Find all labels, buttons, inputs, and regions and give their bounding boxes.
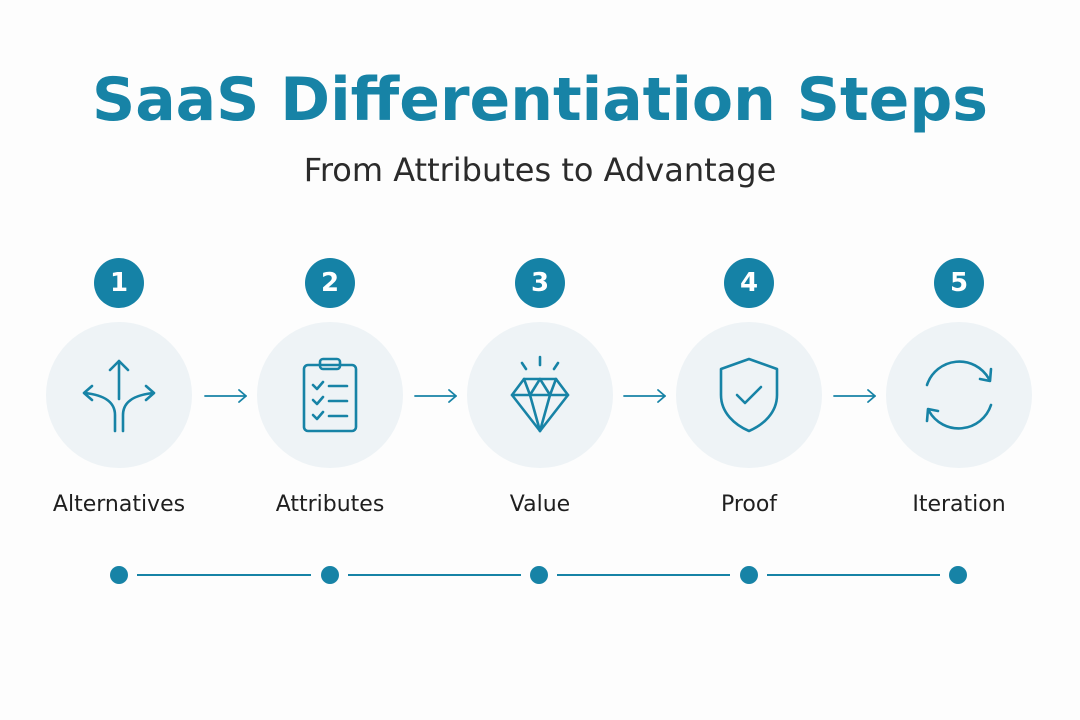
step-label: Value — [509, 492, 571, 517]
step-alternatives: 1 Alternatives — [29, 258, 209, 528]
step-icon-circle — [467, 322, 613, 468]
arrow-right-icon — [204, 389, 247, 403]
step-label: Iteration — [912, 492, 1006, 517]
progress-timeline — [110, 566, 967, 584]
step-value: 3 Value — [450, 258, 630, 528]
step-icon-circle — [46, 322, 192, 468]
step-icon-circle — [257, 322, 403, 468]
cycle-arrows-icon — [925, 360, 993, 430]
arrow-right-icon — [414, 389, 457, 403]
page-title: SaaS Differentiation Steps — [91, 65, 988, 135]
step-number-badge: 1 — [94, 258, 144, 308]
step-number-badge: 3 — [515, 258, 565, 308]
step-number-badge: 4 — [724, 258, 774, 308]
step-iteration: 5 Iteration — [869, 258, 1049, 528]
clipboard-checklist-icon — [302, 357, 358, 433]
step-number-badge: 2 — [305, 258, 355, 308]
timeline-dot — [740, 566, 758, 584]
diamond-icon — [510, 355, 570, 433]
timeline-dot — [949, 566, 967, 584]
arrow-right-icon — [833, 389, 876, 403]
step-label: Proof — [720, 492, 778, 517]
timeline-dot — [321, 566, 339, 584]
branching-arrows-icon — [82, 359, 156, 433]
step-number-badge: 5 — [934, 258, 984, 308]
timeline-dot — [530, 566, 548, 584]
page-subtitle: From Attributes to Advantage — [303, 151, 777, 189]
step-label: Alternatives — [52, 492, 186, 517]
timeline-dot — [110, 566, 128, 584]
shield-check-icon — [719, 357, 779, 433]
step-icon-circle — [676, 322, 822, 468]
arrow-right-icon — [623, 389, 666, 403]
step-icon-circle — [886, 322, 1032, 468]
step-label: Attributes — [275, 492, 385, 517]
step-proof: 4 Proof — [659, 258, 839, 528]
step-attributes: 2 Attributes — [240, 258, 420, 528]
